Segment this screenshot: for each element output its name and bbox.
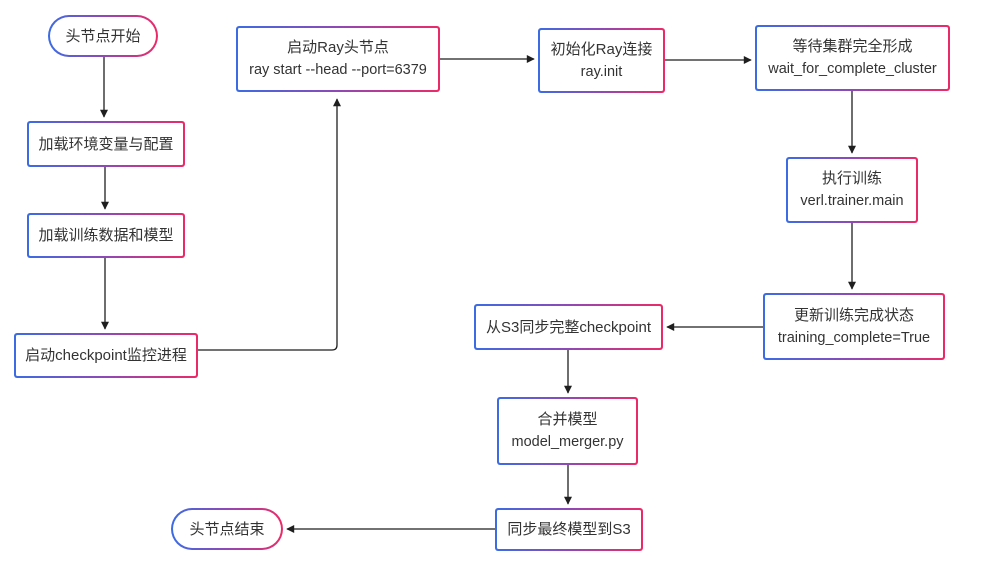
node-update-status: 更新训练完成状态 training_complete=True xyxy=(763,293,945,360)
node-label: 同步最终模型到S3 xyxy=(507,521,631,538)
node-end: 头节点结束 xyxy=(171,508,283,550)
node-init-ray-inner: 初始化Ray连接 ray.init xyxy=(539,29,664,92)
node-update-status-inner: 更新训练完成状态 training_complete=True xyxy=(764,294,944,359)
node-sync-final: 同步最终模型到S3 xyxy=(495,508,643,551)
node-ray-head: 启动Ray头节点 ray start --head --port=6379 xyxy=(236,26,440,92)
node-label: 启动checkpoint监控进程 xyxy=(25,347,187,364)
node-sublabel: wait_for_complete_cluster xyxy=(768,61,937,77)
node-train: 执行训练 verl.trainer.main xyxy=(786,157,918,223)
node-ray-head-inner: 启动Ray头节点 ray start --head --port=6379 xyxy=(237,27,439,91)
node-label: 加载训练数据和模型 xyxy=(38,227,174,244)
node-wait-cluster: 等待集群完全形成 wait_for_complete_cluster xyxy=(755,25,950,91)
node-sync-ckpt-inner: 从S3同步完整checkpoint xyxy=(475,305,662,349)
node-label: 初始化Ray连接 xyxy=(550,40,653,58)
node-label: 头节点结束 xyxy=(189,520,265,538)
node-load-env: 加载环境变量与配置 xyxy=(27,121,185,167)
node-label: 执行训练 xyxy=(821,170,882,187)
node-label: 加载环境变量与配置 xyxy=(38,135,174,153)
node-ckpt-monitor-inner: 启动checkpoint监控进程 xyxy=(15,334,197,377)
node-load-data-inner: 加载训练数据和模型 xyxy=(28,214,184,257)
node-init-ray: 初始化Ray连接 ray.init xyxy=(538,28,665,93)
node-label: 头节点开始 xyxy=(65,27,141,45)
node-label: 启动Ray头节点 xyxy=(287,39,389,56)
node-label: 更新训练完成状态 xyxy=(793,306,914,324)
node-ckpt-monitor: 启动checkpoint监控进程 xyxy=(14,333,198,378)
node-start-inner: 头节点开始 xyxy=(49,16,157,56)
node-train-inner: 执行训练 verl.trainer.main xyxy=(787,158,917,222)
node-sublabel: training_complete=True xyxy=(777,329,931,346)
node-sync-ckpt: 从S3同步完整checkpoint xyxy=(474,304,663,350)
edge-ckpt_monitor-ray_head xyxy=(198,98,341,351)
node-merge-model: 合并模型 model_merger.py xyxy=(497,397,638,465)
node-sublabel: ray start --head --port=6379 xyxy=(249,62,427,78)
node-start: 头节点开始 xyxy=(48,15,158,57)
node-merge-model-inner: 合并模型 model_merger.py xyxy=(498,398,637,464)
node-load-data: 加载训练数据和模型 xyxy=(27,213,185,258)
node-end-inner: 头节点结束 xyxy=(172,509,282,549)
node-load-env-inner: 加载环境变量与配置 xyxy=(28,122,184,166)
node-sublabel: model_merger.py xyxy=(511,434,624,450)
node-sublabel: verl.trainer.main xyxy=(800,193,904,209)
node-label: 合并模型 xyxy=(537,411,598,428)
node-wait-cluster-inner: 等待集群完全形成 wait_for_complete_cluster xyxy=(756,26,949,90)
node-sync-final-inner: 同步最终模型到S3 xyxy=(496,509,642,550)
node-sublabel: ray.init xyxy=(580,63,623,80)
node-label: 从S3同步完整checkpoint xyxy=(485,318,652,336)
node-label: 等待集群完全形成 xyxy=(792,38,913,55)
